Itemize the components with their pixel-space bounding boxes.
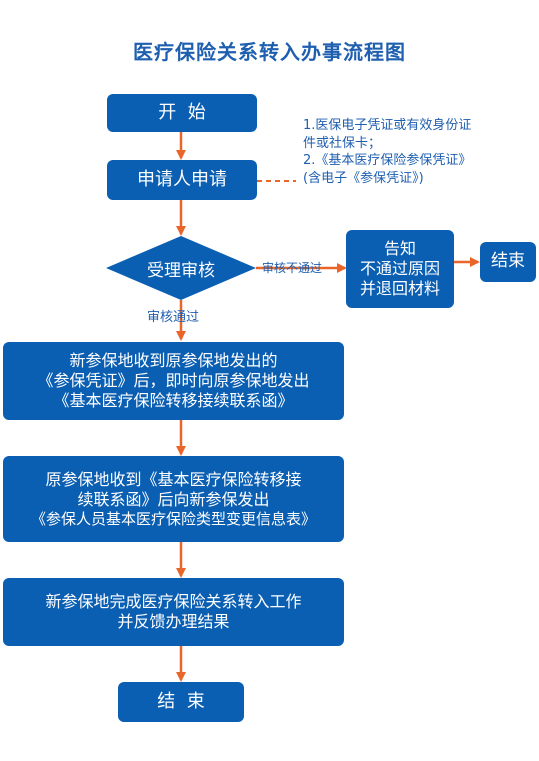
notify-line: 并退回材料	[359, 279, 440, 298]
apply-node: 申请人申请	[107, 160, 257, 200]
end-node: 结 束	[118, 682, 244, 722]
start-node: 开 始	[107, 94, 257, 132]
reject-edge-label: 审核不通过	[262, 261, 323, 275]
step2-line: 原参保地收到《基本医疗保险转移接	[45, 469, 302, 489]
end-side-node: 结束	[480, 242, 536, 282]
review-label: 受理审核	[147, 260, 215, 281]
step3-node: 新参保地完成医疗保险关系转入工作 并反馈办理结果	[3, 578, 344, 646]
step1-line: 新参保地收到原参保地发出的	[69, 351, 278, 370]
note-line: (含电子《参保凭证》)	[303, 170, 424, 186]
start-label: 开 始	[158, 101, 206, 123]
step2-line: 续联系函》后向新参保发出	[77, 489, 270, 509]
note-line: 件或社保卡；	[303, 135, 382, 151]
end-label: 结 束	[157, 690, 205, 712]
notify-line: 告知	[383, 239, 416, 258]
materials-note: 1.医保电子凭证或有效身份证 件或社保卡； 2.《基本医疗保险参保凭证》 (含电…	[303, 117, 535, 187]
end-side-label: 结束	[491, 251, 525, 272]
step1-node: 新参保地收到原参保地发出的 《参保凭证》后，即时向原参保地发出 《基本医疗保险转…	[3, 342, 344, 420]
step1-line: 《参保凭证》后，即时向原参保地发出	[37, 371, 310, 390]
notify-line: 不通过原因	[359, 259, 440, 278]
notify-node: 告知 不通过原因 并退回材料	[346, 230, 454, 308]
step2-line: 《参保人员基本医疗保险类型变更信息表》	[30, 509, 316, 528]
step2-node: 原参保地收到《基本医疗保险转移接 续联系函》后向新参保发出 《参保人员基本医疗保…	[3, 456, 344, 542]
step3-line: 新参保地完成医疗保险关系转入工作	[45, 592, 302, 611]
apply-label: 申请人申请	[137, 168, 227, 190]
page-title: 医疗保险关系转入办事流程图	[133, 40, 406, 64]
review-diamond	[106, 236, 256, 300]
step3-line: 并反馈办理结果	[117, 612, 230, 631]
note-line: 2.《基本医疗保险参保凭证》	[303, 153, 472, 169]
note-line: 1.医保电子凭证或有效身份证	[303, 118, 472, 133]
step1-line: 《基本医疗保险转移接续联系函》	[53, 391, 294, 410]
approve-edge-label: 审核通过	[147, 310, 200, 325]
